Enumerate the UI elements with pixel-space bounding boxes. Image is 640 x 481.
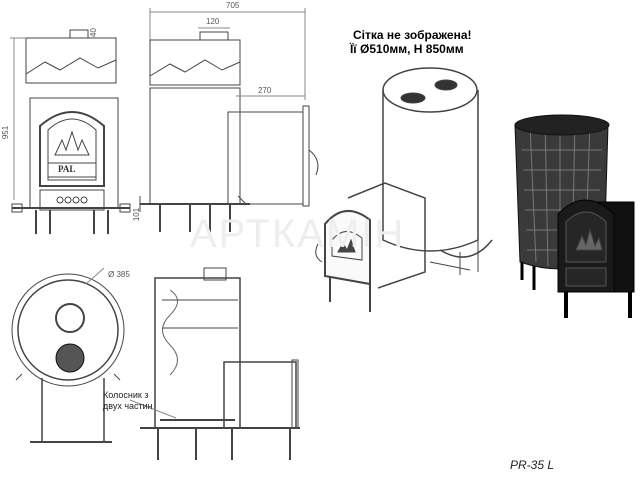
dim-side-offset: 270	[258, 86, 272, 95]
model-name: PR-35 L	[510, 458, 555, 472]
dim-leg-height: 101	[132, 207, 142, 222]
side-view	[139, 8, 319, 232]
dim-diameter: Ø 385	[108, 270, 130, 279]
front-view	[10, 29, 131, 234]
watermark: АРТКАМІН	[190, 212, 406, 256]
iso-view	[315, 67, 493, 312]
dim-top-offset: 40	[88, 28, 98, 37]
note-grid-not-shown: Сітка не зображена!	[353, 28, 472, 42]
door-badge: PAL	[58, 164, 76, 174]
top-view	[11, 267, 125, 443]
dim-overall-width: 705	[226, 1, 240, 10]
dim-chimney-width: 120	[206, 17, 220, 26]
dim-height-total: 951	[1, 125, 11, 140]
section-view	[129, 267, 300, 460]
note-grid-size: Її Ø510мм, Н 850мм	[350, 42, 464, 56]
callout-grate: Колосник з двух частин	[103, 390, 153, 411]
product-render	[514, 114, 635, 318]
